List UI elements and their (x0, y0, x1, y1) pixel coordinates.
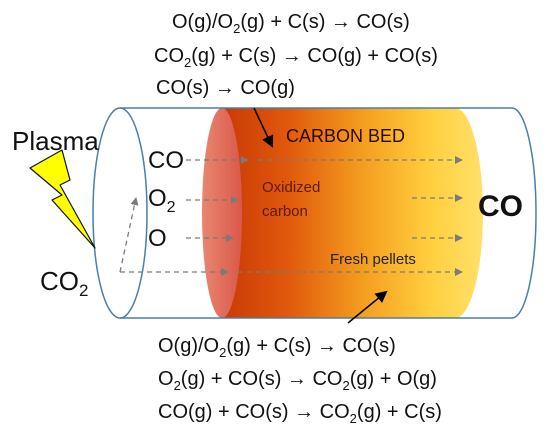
inlet-flow-arrows (119, 156, 249, 276)
bottom-equation-2: O2(g) + CO(s) → CO2(g) + O(g) (158, 368, 437, 393)
species-co-label: CO (148, 147, 184, 174)
oxidized-carbon-label-line1: Oxidized (262, 179, 320, 196)
carbon-bed-end-face (202, 108, 242, 318)
top-equation-2: CO2(g) + C(s) → CO(g) + CO(s) (154, 45, 438, 70)
reaction-pointer-arrows (253, 107, 388, 324)
species-o-label: O (148, 225, 167, 252)
reactor-tube (92, 107, 537, 319)
bottom-equation-1: O(g)/O2(g) + C(s) → CO(s) (158, 335, 396, 360)
fresh-pellets-label: Fresh pellets (330, 251, 416, 268)
bottom-equation-3: CO(g) + CO(s) → CO2(g) + C(s) (158, 401, 442, 426)
co2-inlet-label: CO2 (40, 266, 88, 300)
top-equation-3: CO(s) → CO(g) (156, 77, 295, 99)
oxidized-carbon-label-line2: carbon (262, 203, 308, 220)
top-equation-1: O(g)/O2(g) + C(s) → CO(s) (172, 11, 410, 36)
lightning-bolt-icon (29, 149, 96, 249)
co-output-label: CO (478, 190, 523, 223)
carbon-bed-label: CARBON BED (286, 126, 405, 146)
bed-flow-arrows (238, 156, 463, 276)
plasma-label: Plasma (12, 126, 99, 156)
species-o2-label: O2 (148, 185, 176, 216)
